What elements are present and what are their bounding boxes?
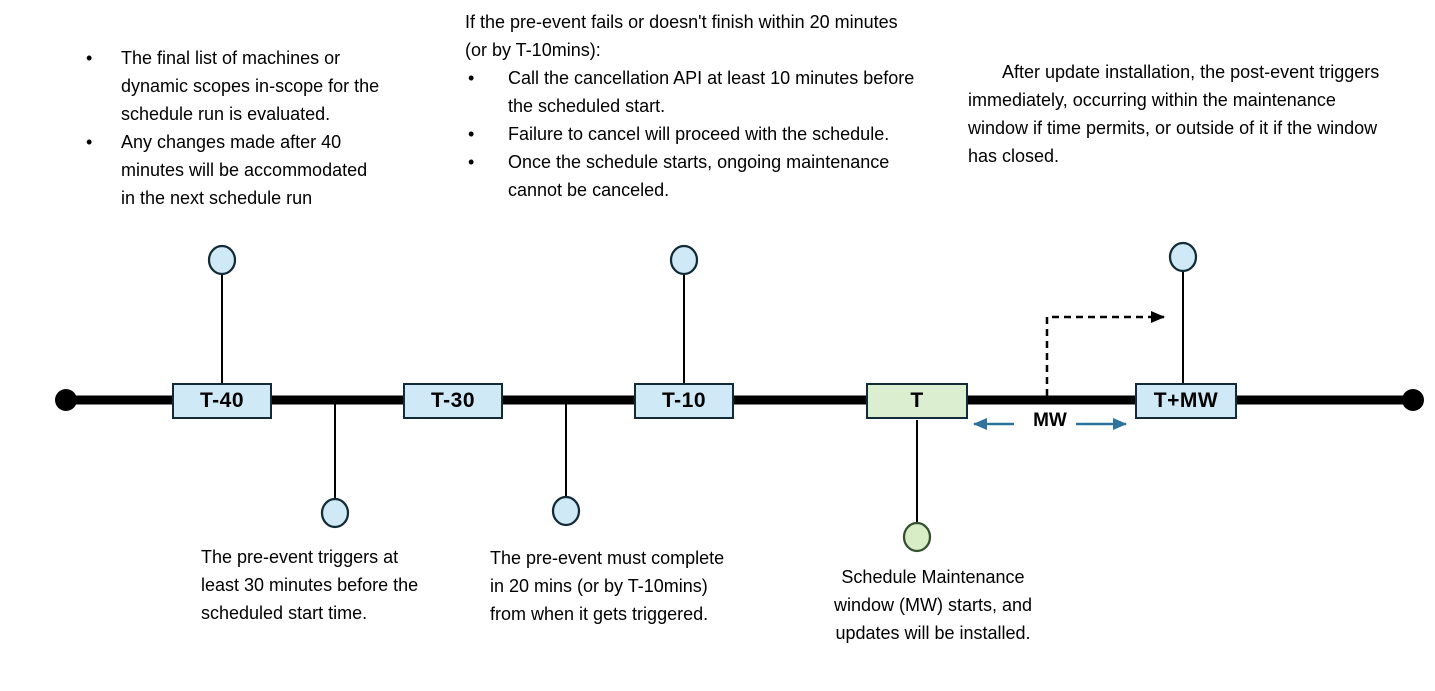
event-node-circle xyxy=(551,495,581,527)
list-item: Any changes made after 40 minutes will b… xyxy=(83,128,383,212)
maintenance-node-circle xyxy=(902,521,932,553)
note-pre-event-trigger: The pre-event triggers at least 30 minut… xyxy=(201,547,419,623)
event-node-circle xyxy=(320,497,350,529)
timeline-start-dot xyxy=(55,389,77,411)
note-text: The final list of machines or dynamic sc… xyxy=(121,48,380,124)
event-node-circle xyxy=(669,244,699,276)
event-node-circle xyxy=(207,244,237,276)
post-event-dashed-arrow xyxy=(1045,311,1165,396)
event-node-circle xyxy=(1168,241,1198,273)
note-post-event: After update installation, the post-even… xyxy=(968,62,1380,166)
note-text: Any changes made after 40 minutes will b… xyxy=(121,132,368,208)
note-text: Call the cancellation API at least 10 mi… xyxy=(508,68,915,116)
event-box-t: T xyxy=(866,383,968,419)
event-box-t-10: T-10 xyxy=(634,383,734,419)
note-maintenance-start: Schedule Maintenance window (MW) starts,… xyxy=(833,567,1033,643)
event-box-t-30: T-30 xyxy=(403,383,503,419)
note-text: Failure to cancel will proceed with the … xyxy=(508,124,890,144)
timeline-end-dot xyxy=(1402,389,1424,411)
list-item: Once the schedule starts, ongoing mainte… xyxy=(465,148,923,204)
list-item: Call the cancellation API at least 10 mi… xyxy=(465,64,923,120)
list-item: Failure to cancel will proceed with the … xyxy=(465,120,923,148)
note-intro: If the pre-event fails or doesn't finish… xyxy=(465,12,898,60)
mw-span-label: MW xyxy=(1033,410,1067,431)
note-schedule-evaluation: The final list of machines or dynamic sc… xyxy=(83,44,383,212)
note-text: Once the schedule starts, ongoing mainte… xyxy=(508,152,890,200)
note-pre-event-failure: If the pre-event fails or doesn't finish… xyxy=(465,8,923,204)
note-pre-event-complete: The pre-event must complete in 20 mins (… xyxy=(490,548,725,624)
event-box-t-plus-mw: T+MW xyxy=(1135,383,1237,419)
list-item: The final list of machines or dynamic sc… xyxy=(83,44,383,128)
event-box-t-40: T-40 xyxy=(172,383,272,419)
